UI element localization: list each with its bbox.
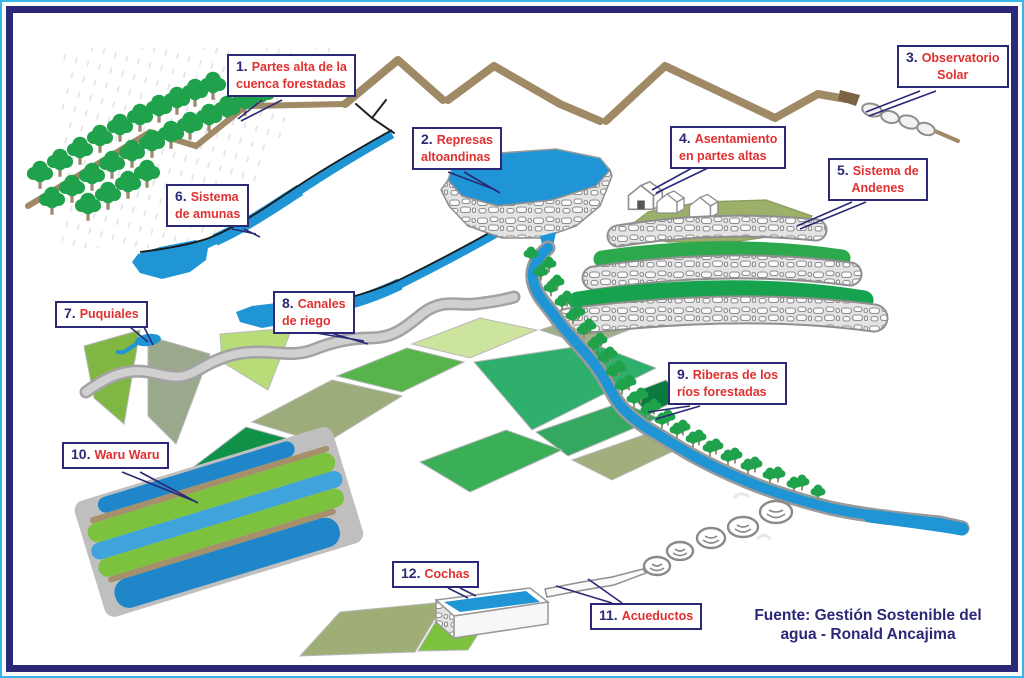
callout-text: Acueductos bbox=[621, 609, 694, 623]
callout-cochas: 12.Cochas bbox=[392, 561, 479, 588]
callout-partes-altas: 1.Partes alta de la cuenca forestadas bbox=[227, 54, 356, 97]
forest-upper-watershed bbox=[25, 71, 348, 221]
callout-canales: 8.Canales de riego bbox=[273, 291, 355, 334]
settlement-houses bbox=[627, 180, 720, 219]
callout-number: 2. bbox=[421, 131, 433, 147]
callout-number: 3. bbox=[906, 49, 918, 65]
callout-number: 5. bbox=[837, 162, 849, 178]
callout-text-line2: cuenca forestadas bbox=[236, 76, 346, 91]
callout-text-line2: Andenes bbox=[851, 180, 905, 195]
puquiales-springs bbox=[83, 327, 293, 445]
callout-represas: 2.Represas altoandinas bbox=[412, 127, 502, 170]
mountain-ridge bbox=[341, 56, 850, 125]
callout-text: Waru Waru bbox=[94, 448, 160, 462]
callout-text: Observatorio bbox=[921, 51, 1000, 65]
source-line2: agua - Ronald Ancajima bbox=[780, 626, 956, 644]
callout-text: Puquiales bbox=[79, 307, 139, 321]
callout-text-line2: altoandinas bbox=[421, 149, 491, 164]
irrigation-canal bbox=[79, 290, 521, 399]
callout-number: 6. bbox=[175, 188, 187, 204]
source-credit: Fuente: Gestión Sostenible del agua - Ro… bbox=[742, 606, 994, 645]
andenes-terraces bbox=[553, 180, 889, 360]
callout-riberas: 9.Riberas de los ríos forestadas bbox=[668, 362, 788, 405]
wells-chain bbox=[642, 492, 794, 577]
callout-pointers bbox=[121, 90, 937, 604]
callout-number: 4. bbox=[679, 130, 691, 146]
river-forested-banks bbox=[523, 240, 970, 536]
callout-observatorio: 3.Observatorio Solar bbox=[897, 45, 1009, 88]
callout-puquiales: 7.Puquiales bbox=[55, 301, 148, 328]
callout-number: 11. bbox=[599, 607, 618, 623]
callout-number: 1. bbox=[236, 58, 248, 74]
callout-asentamiento: 4.Asentamiento en partes altas bbox=[670, 126, 787, 169]
callout-text: Canales bbox=[297, 297, 346, 311]
callout-number: 9. bbox=[677, 366, 689, 382]
callout-acueductos: 11.Acueductos bbox=[590, 603, 703, 630]
callout-text: Represas bbox=[436, 133, 493, 147]
callout-number: 8. bbox=[282, 295, 294, 311]
callout-text-line2: Solar bbox=[937, 67, 969, 82]
callout-text: Sistema bbox=[190, 190, 239, 204]
solar-observatory bbox=[838, 90, 960, 143]
callout-amunas: 6.Sistema de amunas bbox=[166, 184, 250, 227]
callout-text-line2: de riego bbox=[282, 313, 331, 328]
cocha-reservoir bbox=[434, 587, 550, 640]
callout-text: Riberas de los bbox=[692, 368, 779, 382]
callout-text-line2: de amunas bbox=[175, 206, 241, 221]
callout-text: Asentamiento bbox=[694, 132, 778, 146]
callout-text-line2: en partes altas bbox=[679, 148, 767, 163]
source-line1: Fuente: Gestión Sostenible del bbox=[754, 607, 982, 624]
waru-waru-fields bbox=[74, 427, 364, 617]
callout-waru-waru: 10.Waru Waru bbox=[62, 442, 169, 469]
callout-text: Partes alta de la bbox=[251, 60, 347, 74]
callout-number: 12. bbox=[401, 565, 421, 581]
aqueduct-channel bbox=[544, 568, 648, 598]
callout-andenes: 5.Sistema de Andenes bbox=[828, 158, 928, 201]
callout-text: Sistema de bbox=[852, 164, 919, 178]
callout-number: 10. bbox=[71, 446, 91, 462]
callout-text: Cochas bbox=[424, 567, 470, 581]
callout-number: 7. bbox=[64, 305, 76, 321]
callout-text-line2: ríos forestadas bbox=[677, 384, 767, 399]
